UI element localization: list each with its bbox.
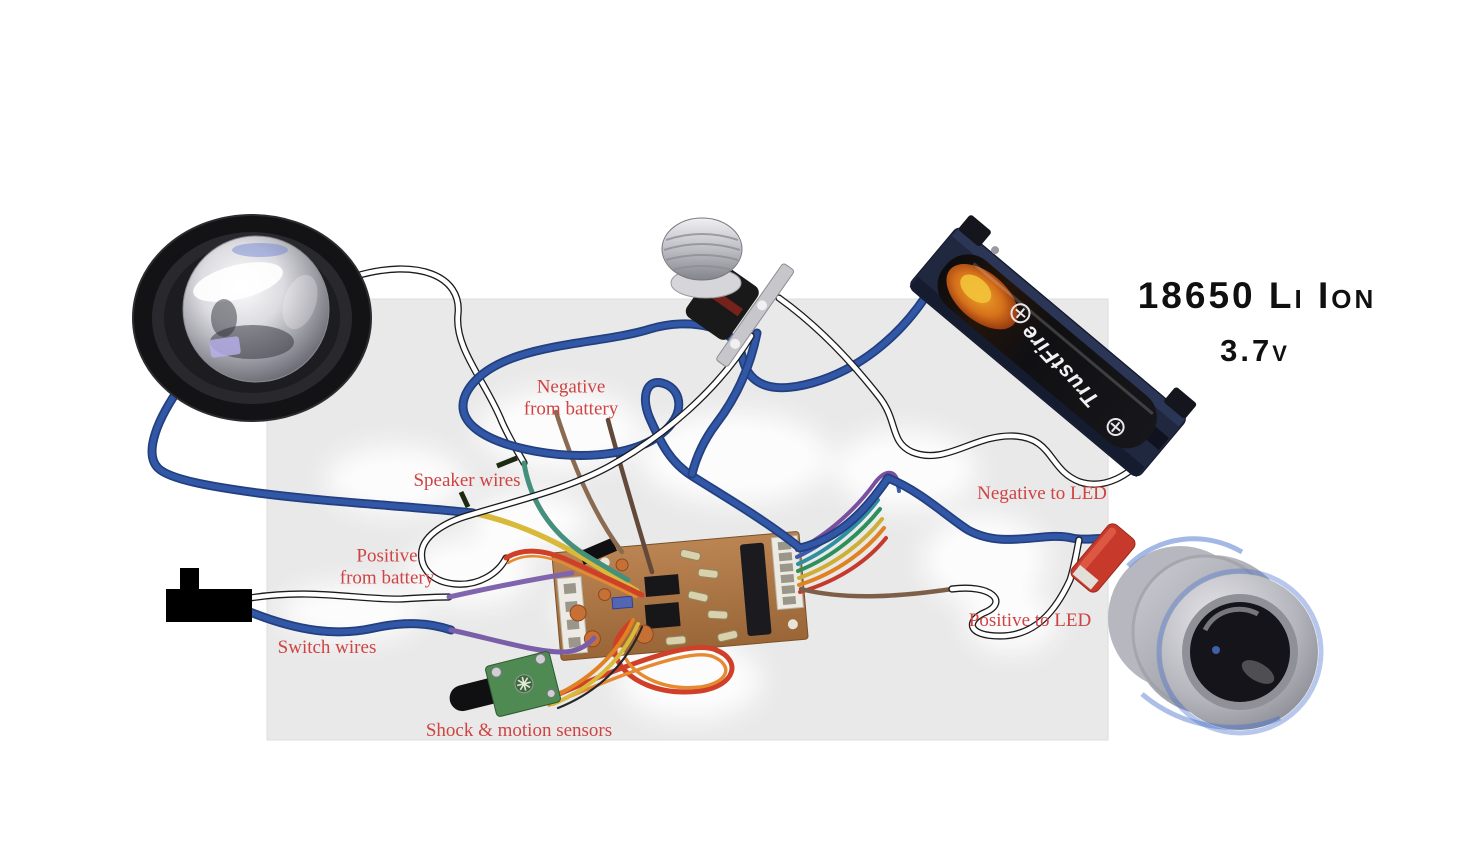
label-negative-from-battery: Negative from battery — [524, 377, 618, 422]
label-text: Shock & motion sensors — [425, 719, 613, 741]
dome-reflection — [209, 336, 241, 358]
switch-threaded-cap — [661, 217, 743, 281]
led-module — [1108, 536, 1324, 736]
orange-positive-wire — [506, 554, 638, 599]
speaker-blue-wire — [147, 385, 478, 518]
holder-clip-left — [958, 215, 991, 247]
switch-white-wire — [246, 590, 453, 603]
red-positive-wire — [503, 548, 645, 598]
ic-chip-large — [739, 542, 772, 636]
brown-led-wire — [798, 586, 955, 599]
label-shock-motion-sensors: Shock & motion sensors — [426, 720, 612, 742]
label-pointer-dashes — [458, 455, 518, 509]
label-positive-to-led: Positive to LED — [969, 610, 1091, 632]
brown-wire-2 — [605, 417, 655, 575]
teal-speaker-wire — [521, 460, 631, 583]
brand-logo-rings — [1010, 303, 1125, 437]
purple-wire-1 — [446, 570, 575, 600]
label-switch-wires: Switch wires — [278, 637, 377, 659]
dome-highlight — [193, 262, 283, 302]
shock-sensor-board — [449, 651, 561, 717]
circuit-board — [551, 531, 809, 661]
label-text: from battery — [523, 399, 619, 420]
positive-white-wire — [418, 332, 755, 588]
power-switch — [166, 568, 252, 622]
red-connector — [1070, 523, 1136, 593]
label-negative-to-led: Negative to LED — [977, 483, 1107, 505]
label-positive-from-battery: Positive from battery — [340, 546, 434, 591]
label-speaker-wires: Speaker wires — [413, 470, 520, 492]
label-text: Speaker wires — [413, 469, 521, 491]
label-text: Negative to LED — [977, 482, 1107, 504]
speaker-white-wire — [352, 265, 528, 467]
battery-type-title: 18650 Li Ion — [1138, 275, 1377, 317]
blue-fringe — [1156, 568, 1324, 736]
sensor-wires — [542, 618, 735, 710]
connector-tip — [1072, 564, 1099, 590]
label-text: Negative — [536, 376, 606, 398]
battery-type-text: 18650 Li Ion — [1137, 275, 1377, 316]
led-lens — [1190, 602, 1290, 702]
resistors — [665, 548, 739, 646]
ic-chip-2 — [644, 602, 681, 630]
label-text: Switch wires — [277, 636, 377, 658]
battery-voltage-text: 3.7v — [1220, 333, 1290, 368]
holder-clip-right — [1164, 387, 1197, 419]
ic-chip-1 — [644, 574, 680, 597]
brown-wire-1 — [553, 409, 625, 555]
push-button-blue-wire — [687, 328, 762, 479]
speaker — [132, 214, 372, 422]
push-button-switch — [661, 217, 795, 367]
label-text: Positive to LED — [968, 609, 1092, 631]
purple-wire-2 — [448, 627, 597, 655]
label-text: Positive — [356, 545, 418, 567]
blue-component — [611, 595, 634, 610]
battery-positive-white-wire — [775, 294, 1147, 488]
battery-voltage-title: 3.7v — [1220, 333, 1290, 369]
gray-backdrop-edge — [266, 298, 1109, 741]
switch-blue-wire — [245, 607, 456, 637]
label-text: from battery — [339, 568, 435, 589]
